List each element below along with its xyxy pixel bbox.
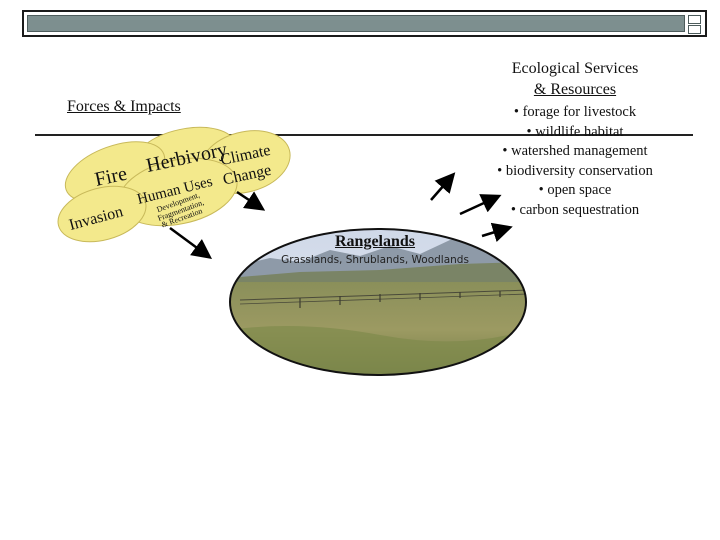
eco-item-wildlife: • wildlife habitat [526,123,624,140]
eco-item-watershed: • watershed management [502,143,648,159]
arrow-rangelands-to-services-3 [481,222,513,242]
divider-line [35,134,693,136]
slide-title-bar [22,10,707,37]
rangelands-subtitle: Grasslands, Shrublands, Woodlands [281,254,469,266]
arrow-rangelands-to-services-1 [430,172,456,201]
eco-item-biodiversity: • biodiversity conservation [497,162,653,179]
eco-item-forage: • forage for livestock [513,104,637,120]
rangelands-ellipse [229,228,527,376]
ecological-services-list: • forage for livestock • wildlife habita… [470,103,680,220]
bubble-group [57,126,291,243]
title-bar-box-top [688,15,701,24]
arrow-climate-to-rangelands [236,190,266,211]
eco-title-line2: & Resources [533,81,617,98]
arrow-human-to-rangelands [169,226,213,259]
title-bar-box-bottom [688,25,701,34]
arrow-rangelands-to-services-2 [459,194,502,216]
eco-item-carbon: • carbon sequestration [510,201,640,218]
forces-impacts-title: Forces & Impacts [67,98,181,115]
eco-item-open-space: • open space [538,182,612,198]
eco-title-line1: Ecological Services [511,60,639,77]
bubble-invasion [57,185,147,243]
title-bar-stripe [27,15,685,32]
ecological-services-title: Ecological Services & Resources [480,58,670,100]
rangelands-title: Rangelands [334,233,416,250]
